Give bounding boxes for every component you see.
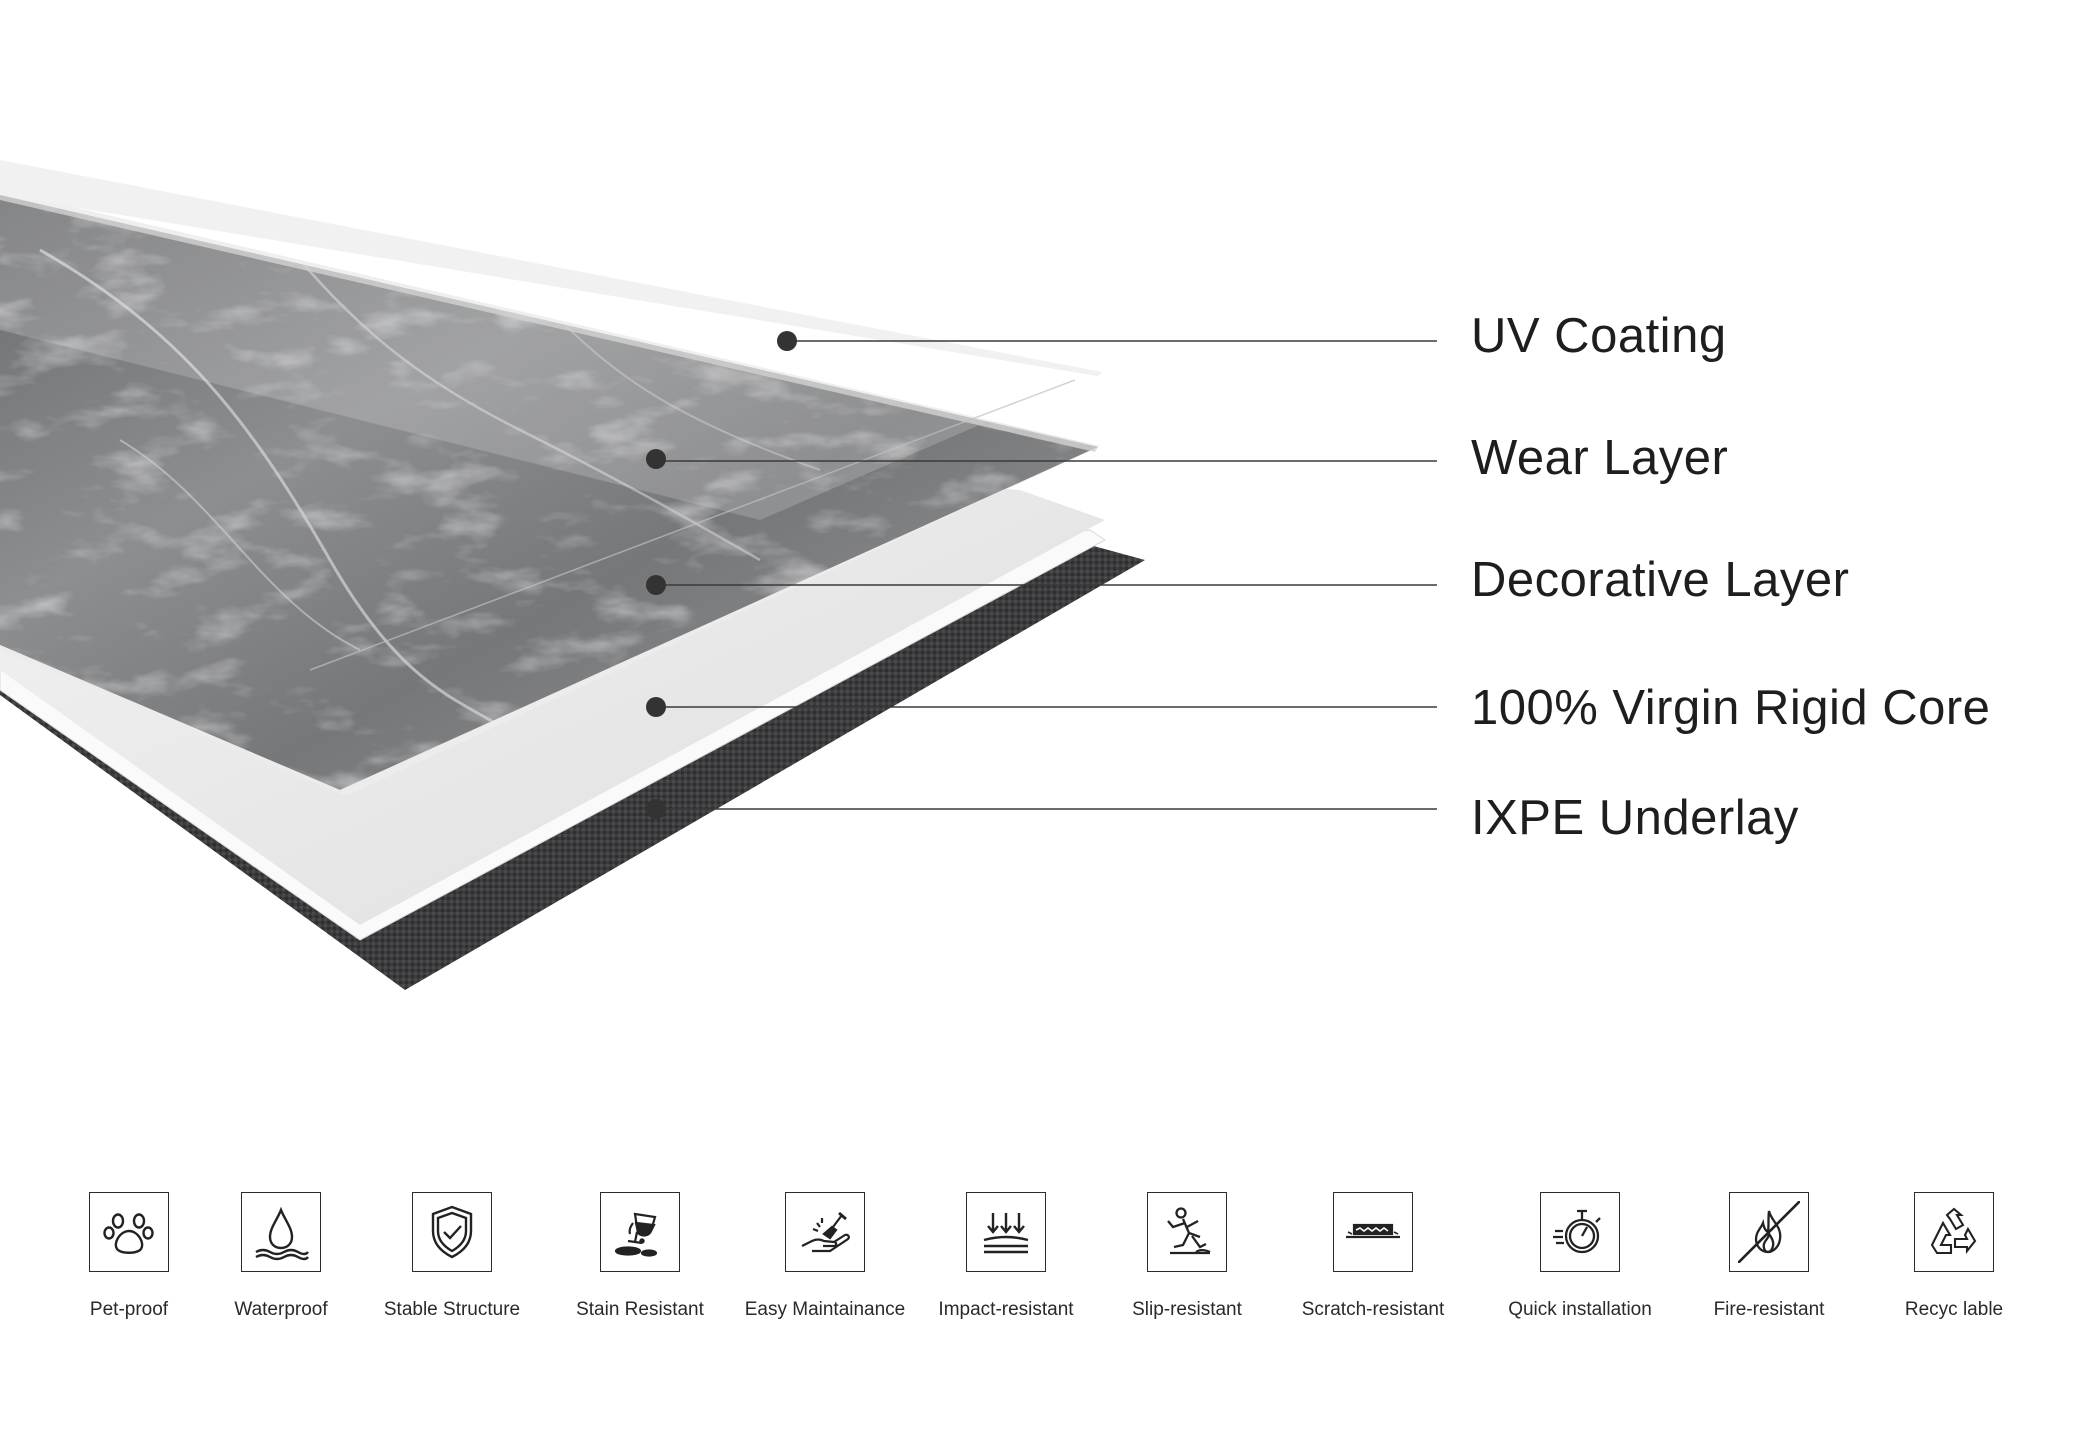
feature-label: Easy Maintainance [744, 1299, 906, 1320]
feature-pet-proof: Pet-proof [29, 1192, 229, 1352]
feature-label: Fire-resistant [1713, 1299, 1825, 1320]
feature-slip-resistant: Slip-resistant [1087, 1192, 1287, 1352]
layer-label-rigid-core: 100% Virgin Rigid Core [1471, 681, 1991, 735]
wear-layer-shape [0, 195, 1098, 452]
slipping-person-icon [1147, 1192, 1227, 1272]
feature-impact-resistant: Impact-resistant [906, 1192, 1106, 1352]
feature-label: Stain Resistant [576, 1299, 704, 1320]
layer-label-uv-coating: UV Coating [1471, 309, 1727, 363]
shield-check-icon [412, 1192, 492, 1272]
feature-stable-structure: Stable Structure [352, 1192, 552, 1352]
feature-stain-resistant: Stain Resistant [540, 1192, 740, 1352]
stopwatch-icon [1540, 1192, 1620, 1272]
scratch-surface-icon [1333, 1192, 1413, 1272]
layer-label-decorative-layer: Decorative Layer [1471, 553, 1850, 607]
layer-label-wear-layer: Wear Layer [1471, 431, 1729, 485]
feature-label: Pet-proof [89, 1299, 169, 1320]
uv-coating-dot [777, 331, 797, 351]
feature-label: Recyc lable [1904, 1299, 2004, 1320]
wear-layer-dot [646, 449, 666, 469]
feature-fire-resistant: Fire-resistant [1669, 1192, 1869, 1352]
uv-coating-shape [0, 160, 1102, 376]
no-fire-icon [1729, 1192, 1809, 1272]
feature-label: Scratch-resistant [1301, 1299, 1445, 1320]
layer-label-ixpe-underlay: IXPE Underlay [1471, 791, 1799, 845]
water-drop-icon [241, 1192, 321, 1272]
wine-spill-icon [600, 1192, 680, 1272]
ixpe-underlay-dot [646, 799, 666, 819]
feature-waterproof: Waterproof [181, 1192, 381, 1352]
hand-broom-icon [785, 1192, 865, 1272]
feature-easy-maintainance: Easy Maintainance [725, 1192, 925, 1352]
decorative-layer-dot [646, 575, 666, 595]
feature-label: Slip-resistant [1132, 1299, 1242, 1320]
feature-recyclable: Recyc lable [1854, 1192, 2054, 1352]
recycle-icon [1914, 1192, 1994, 1272]
feature-label: Quick installation [1508, 1299, 1652, 1320]
feature-scratch-resistant: Scratch-resistant [1273, 1192, 1473, 1352]
rigid-core-dot [646, 697, 666, 717]
feature-label: Impact-resistant [938, 1299, 1074, 1320]
feature-label: Waterproof [234, 1299, 328, 1320]
feature-quick-installation: Quick installation [1480, 1192, 1680, 1352]
paw-icon [89, 1192, 169, 1272]
impact-arrows-icon [966, 1192, 1046, 1272]
feature-label: Stable Structure [383, 1299, 521, 1320]
